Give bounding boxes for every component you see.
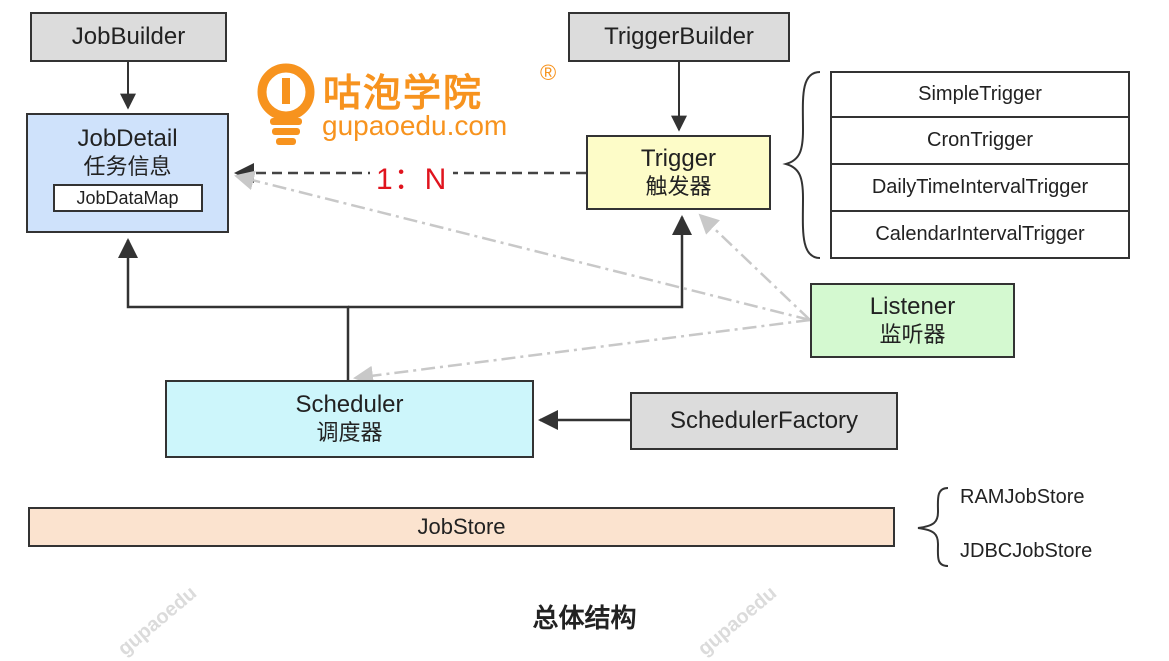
job-detail-title: JobDetail (77, 125, 178, 152)
trigger-type-item: CronTrigger (830, 118, 1130, 165)
job-detail-node: JobDetail 任务信息 JobDataMap (26, 113, 229, 233)
trigger-type-item: DailyTimeIntervalTrigger (830, 165, 1130, 212)
registered-mark: ® (540, 60, 557, 85)
job-store-type: RAMJobStore (960, 486, 1085, 508)
trigger-type-item: CalendarIntervalTrigger (830, 212, 1130, 259)
trigger-subtitle: 触发器 (645, 173, 712, 199)
scheduler-factory-label: SchedulerFactory (669, 406, 859, 434)
listener-node: Listener 监听器 (810, 283, 1015, 358)
trigger-builder-node: TriggerBuilder (568, 12, 790, 62)
job-store-label: JobStore (417, 513, 506, 539)
ratio-label: 1：N (370, 154, 454, 198)
scheduler-node: Scheduler 调度器 (165, 380, 534, 458)
logo-name: 咕泡学院 (323, 71, 484, 115)
job-store-type: JDBCJobStore (960, 540, 1093, 562)
job-data-map-node: JobDataMap (52, 184, 203, 213)
logo-domain: gupaoedu.com (322, 110, 508, 141)
listener-title: Listener (869, 292, 956, 320)
job-builder-label: JobBuilder (71, 22, 186, 50)
trigger-type-item: SimpleTrigger (830, 71, 1130, 118)
scheduler-subtitle: 调度器 (316, 420, 383, 446)
trigger-node: Trigger 触发器 (586, 135, 771, 210)
trigger-type-list: SimpleTrigger CronTrigger DailyTimeInter… (830, 71, 1130, 259)
diagram-caption: 总体结构 (532, 604, 637, 634)
job-builder-node: JobBuilder (30, 12, 227, 62)
trigger-builder-label: TriggerBuilder (604, 22, 754, 50)
job-detail-subtitle: 任务信息 (83, 153, 172, 179)
lightbulb-icon (257, 63, 315, 145)
scheduler-factory-node: SchedulerFactory (630, 392, 898, 450)
logo (252, 60, 572, 150)
trigger-title: Trigger (640, 144, 717, 172)
scheduler-title: Scheduler (295, 391, 404, 419)
listener-subtitle: 监听器 (879, 321, 946, 347)
connector-lines (118, 62, 949, 567)
job-store-node: JobStore (28, 507, 895, 547)
